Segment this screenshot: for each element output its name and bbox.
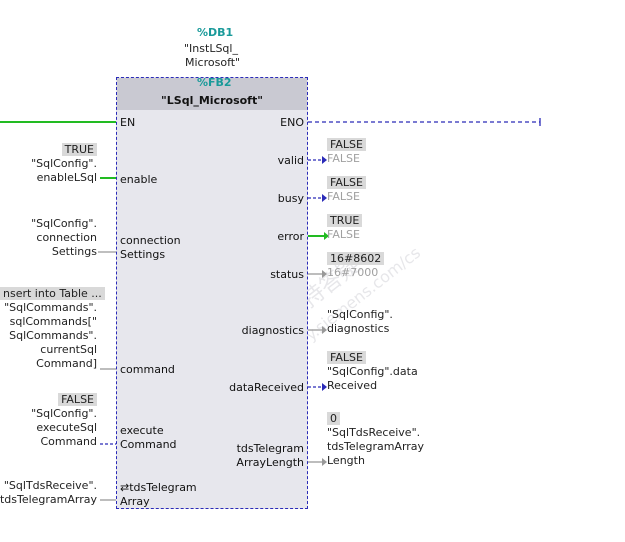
datareceived-monitor-value: FALSE bbox=[327, 351, 366, 364]
pin-eno[interactable]: ENO bbox=[280, 116, 304, 129]
command-operand-l2[interactable]: sqlCommands[" bbox=[9, 315, 97, 328]
busy-monitor-value: FALSE bbox=[327, 176, 366, 189]
pin-execute-command-l1[interactable]: execute bbox=[120, 424, 164, 437]
valid-monitor-value: FALSE bbox=[327, 138, 366, 151]
pin-diagnostics[interactable]: diagnostics bbox=[241, 324, 304, 337]
pin-command[interactable]: command bbox=[120, 363, 175, 376]
diagnostics-arrow bbox=[322, 326, 327, 334]
block-header bbox=[117, 78, 307, 110]
status-monitor-value: 16#8602 bbox=[327, 252, 385, 265]
enable-operand-l1[interactable]: "SqlConfig". bbox=[31, 157, 97, 170]
connection-operand-l1[interactable]: "SqlConfig". bbox=[31, 217, 97, 230]
error-operand[interactable]: FALSE bbox=[327, 228, 360, 241]
command-operand-l4[interactable]: currentSql bbox=[40, 343, 97, 356]
length-operand-l3[interactable]: Length bbox=[327, 454, 365, 467]
length-operand-l1[interactable]: "SqlTdsReceive". bbox=[327, 426, 421, 439]
valid-arrow bbox=[322, 156, 327, 164]
pin-valid[interactable]: valid bbox=[277, 154, 304, 167]
datareceived-operand-l1[interactable]: "SqlConfig".data bbox=[327, 365, 418, 378]
block-fb-number: %FB2 bbox=[197, 76, 232, 89]
connection-operand-l2[interactable]: connection bbox=[36, 231, 97, 244]
status-arrow bbox=[322, 270, 327, 278]
execute-monitor-value: FALSE bbox=[58, 393, 97, 406]
execute-operand-l1[interactable]: "SqlConfig". bbox=[31, 407, 97, 420]
tds-operand-l2[interactable]: tdsTelegramArray bbox=[0, 493, 97, 506]
pin-data-received[interactable]: dataReceived bbox=[229, 381, 304, 394]
execute-operand-l3[interactable]: Command bbox=[40, 435, 97, 448]
command-operand-l5[interactable]: Command] bbox=[36, 357, 97, 370]
valid-operand[interactable]: FALSE bbox=[327, 152, 360, 165]
diagnostics-operand-l1[interactable]: "SqlConfig". bbox=[327, 308, 393, 321]
pin-execute-command-l2[interactable]: Command bbox=[120, 438, 177, 451]
pin-enable[interactable]: enable bbox=[120, 173, 158, 186]
error-monitor-value: TRUE bbox=[327, 214, 363, 227]
length-operand-l2[interactable]: tdsTelegramArray bbox=[327, 440, 425, 453]
length-arrow bbox=[322, 458, 327, 466]
pin-error[interactable]: error bbox=[277, 230, 304, 243]
instance-name-line1[interactable]: "InstLSql_ bbox=[184, 42, 238, 55]
block-title: "LSql_Microsoft" bbox=[161, 94, 263, 107]
pin-tds-telegram-array-l1[interactable]: ⇄tdsTelegram bbox=[120, 481, 197, 494]
pin-tds-telegram-array-length-l2[interactable]: ArrayLength bbox=[236, 456, 304, 469]
error-arrow bbox=[324, 232, 329, 240]
command-operand-l1[interactable]: "SqlCommands". bbox=[4, 301, 97, 314]
pin-tds-telegram-array-l2[interactable]: Array bbox=[120, 495, 150, 508]
command-monitor-value: nsert into Table ... bbox=[0, 287, 105, 300]
datareceived-arrow bbox=[322, 383, 327, 391]
busy-arrow bbox=[322, 194, 327, 202]
pin-en[interactable]: EN bbox=[120, 116, 136, 129]
diagnostics-operand-l2[interactable]: diagnostics bbox=[327, 322, 390, 335]
command-operand-l3[interactable]: SqlCommands". bbox=[9, 329, 97, 342]
tds-operand-l1[interactable]: "SqlTdsReceive". bbox=[3, 479, 97, 492]
function-block-lsql[interactable]: %FB2 "LSql_Microsoft" EN enable connecti… bbox=[116, 76, 308, 509]
pin-tds-telegram-array-length-l1[interactable]: tdsTelegram bbox=[236, 442, 304, 455]
enable-monitor-value: TRUE bbox=[61, 143, 97, 156]
length-monitor-value: 0 bbox=[327, 412, 340, 425]
instance-name-line2[interactable]: Microsoft" bbox=[185, 56, 241, 69]
datareceived-operand-l2[interactable]: Received bbox=[327, 379, 378, 392]
pin-connection-settings-l1[interactable]: connection bbox=[120, 234, 181, 247]
enable-operand-l2[interactable]: enableLSql bbox=[36, 171, 97, 184]
busy-operand[interactable]: FALSE bbox=[327, 190, 360, 203]
pin-status[interactable]: status bbox=[270, 268, 304, 281]
status-operand[interactable]: 16#7000 bbox=[327, 266, 379, 279]
pin-connection-settings-l2[interactable]: Settings bbox=[120, 248, 166, 261]
connection-operand-l3[interactable]: Settings bbox=[51, 245, 97, 258]
execute-operand-l2[interactable]: executeSql bbox=[36, 421, 97, 434]
pin-busy[interactable]: busy bbox=[277, 192, 304, 205]
instance-db-label: %DB1 bbox=[197, 26, 234, 39]
